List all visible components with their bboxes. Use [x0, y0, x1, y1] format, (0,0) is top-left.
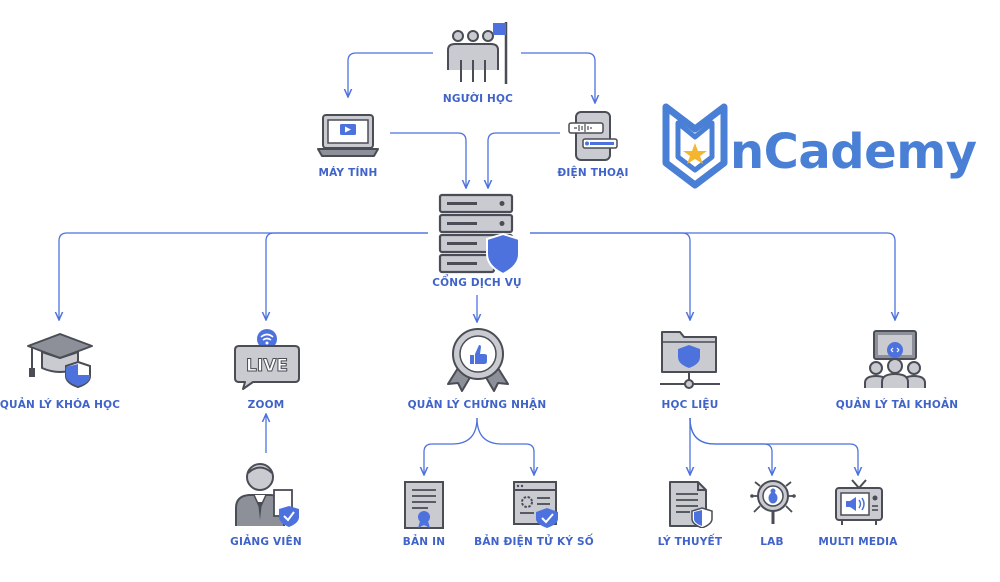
live-badge-text: LIVE: [246, 356, 288, 376]
node-learner-label: NGƯỜI HỌC: [442, 93, 514, 105]
node-lab-label: LAB: [760, 536, 784, 548]
node-gateway-label: CỔNG DỊCH VỤ: [432, 277, 522, 289]
node-phone-label: ĐIỆN THOẠI: [557, 167, 629, 179]
node-theory-label: LÝ THUYẾT: [657, 536, 723, 548]
edge-gateway-accounts: [530, 232, 895, 320]
folder-network-icon: [660, 331, 720, 389]
printed-certificate-icon: [404, 481, 444, 529]
server-shield-icon: [438, 193, 520, 276]
certificate-badge-icon: [447, 328, 509, 392]
theory-document-icon: [669, 481, 713, 528]
accounts-management-icon: [864, 330, 926, 388]
smartphone-icon: [568, 111, 618, 161]
node-materials-label: HỌC LIỆU: [661, 399, 719, 411]
edge-learner-computer: [348, 52, 433, 97]
edge-gateway-materials: [530, 232, 690, 320]
edge-certificates-digital: [476, 417, 534, 475]
lab-bug-search-icon: [750, 480, 796, 524]
multimedia-tv-icon: [835, 479, 883, 525]
edge-gateway-zoom: [266, 232, 428, 320]
edge-phone-gateway: [488, 132, 560, 188]
node-zoom-label: ZOOM: [247, 399, 285, 411]
edge-materials-multimedia: [689, 417, 858, 475]
lecturer-icon: [235, 463, 299, 527]
live-stream-icon: LIVE: [234, 329, 300, 390]
digital-signed-document-icon: [513, 481, 558, 528]
edge-learner-phone: [521, 52, 595, 103]
ncademy-logo-icon: [662, 103, 728, 189]
edge-computer-gateway: [390, 132, 466, 188]
node-print-copy-label: BẢN IN: [402, 536, 446, 548]
node-courses-label: QUẢN LÝ KHÓA HỌC: [0, 399, 121, 411]
node-accounts-label: QUẢN LÝ TÀI KHOẢN: [835, 399, 959, 411]
brand-name: nCademy: [730, 124, 977, 180]
edge-gateway-courses: [59, 232, 428, 320]
laptop-icon: [317, 114, 379, 157]
edge-materials-lab: [689, 417, 772, 475]
node-computer-label: MÁY TÍNH: [318, 167, 378, 179]
node-certificates-label: QUẢN LÝ CHỨNG NHẬN: [407, 399, 547, 411]
learners-group-icon: [447, 22, 508, 84]
node-lecturer-label: GIẢNG VIÊN: [230, 536, 302, 548]
node-digital-signed-label: BẢN ĐIỆN TỬ KÝ SỐ: [474, 536, 594, 548]
graduation-cap-icon: [27, 333, 93, 388]
edge-certificates-print: [424, 417, 478, 475]
node-multimedia-label: MULTI MEDIA: [818, 536, 898, 548]
